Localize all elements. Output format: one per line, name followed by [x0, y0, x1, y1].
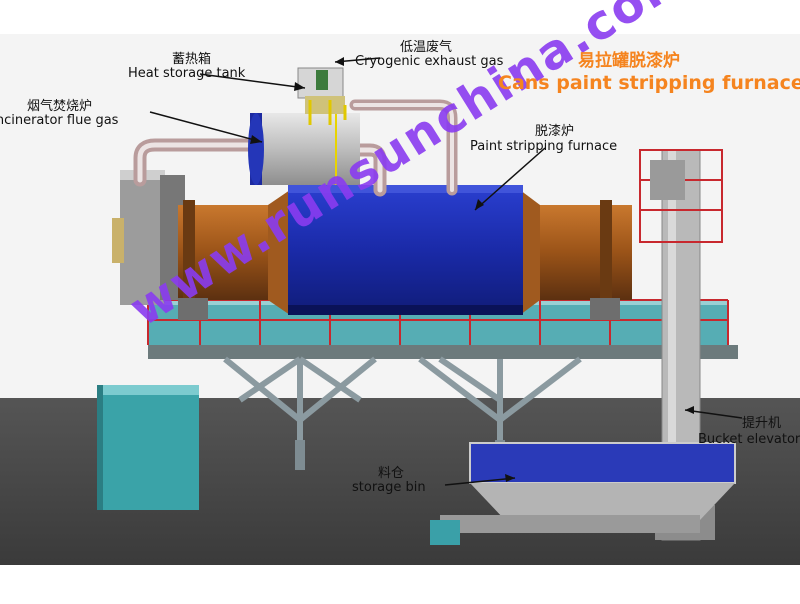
label-elevator-en: Bucket elevator — [698, 432, 800, 447]
label-furnace-zh: 脱漆炉 — [535, 120, 574, 139]
label-incinerator-en: Incinerator flue gas — [0, 113, 118, 128]
label-cryogenic-zh: 低温废气 — [400, 36, 452, 55]
label-heat-storage-en: Heat storage tank — [128, 66, 245, 81]
title-en: Cans paint stripping furnace — [498, 72, 800, 94]
bottom-strip — [0, 565, 800, 600]
label-incinerator-zh: 烟气焚烧炉 — [27, 95, 92, 114]
label-elevator-zh: 提升机 — [742, 412, 781, 431]
label-cryogenic-en: Cryogenic exhaust gas — [355, 54, 503, 69]
left-hopper — [97, 385, 199, 510]
title-zh: 易拉罐脱漆炉 — [578, 46, 680, 71]
label-bin-zh: 料仓 — [378, 462, 404, 481]
label-heat-storage-zh: 蓄热箱 — [172, 48, 211, 67]
label-furnace-en: Paint stripping furnace — [470, 139, 617, 154]
label-bin-en: storage bin — [352, 480, 426, 495]
